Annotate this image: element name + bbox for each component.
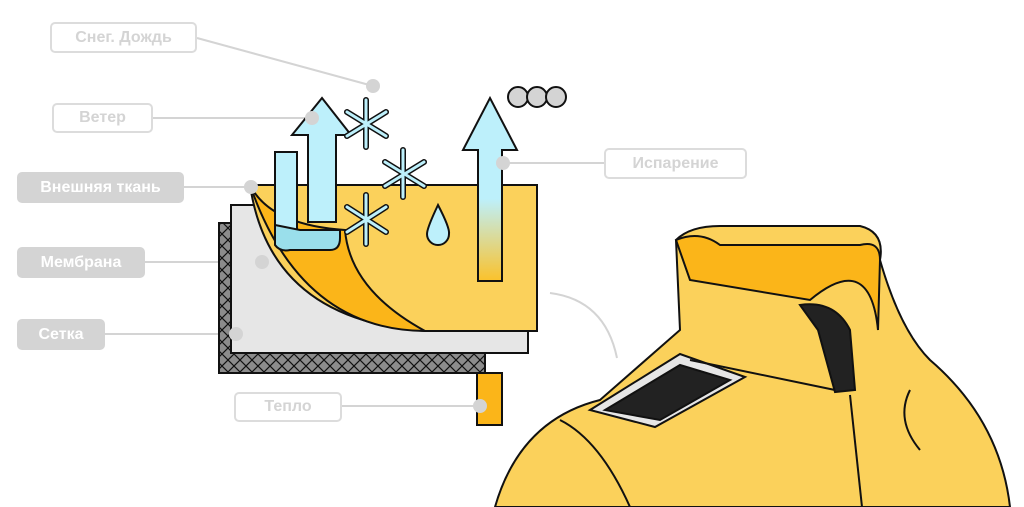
label-outer-fabric: Внешняя ткань <box>17 172 184 203</box>
label-mesh: Сетка <box>17 319 105 350</box>
leader-dots <box>229 79 510 413</box>
evaporation-arrow-icon <box>461 95 519 282</box>
label-wind: Ветер <box>52 103 153 133</box>
raindrop-icon <box>425 202 451 246</box>
steam-cloud-icon <box>507 86 567 108</box>
wind-turn <box>274 223 341 252</box>
label-heat: Тепло <box>234 392 342 422</box>
jacket-illustration <box>493 225 1012 507</box>
label-evaporation: Испарение <box>604 148 747 179</box>
wind-arrow-icon <box>289 96 354 223</box>
heat-bar <box>476 372 503 426</box>
label-membrane: Мембрана <box>17 247 145 278</box>
leader-lines <box>105 37 618 407</box>
label-snow-rain: Снег. Дождь <box>50 22 197 53</box>
